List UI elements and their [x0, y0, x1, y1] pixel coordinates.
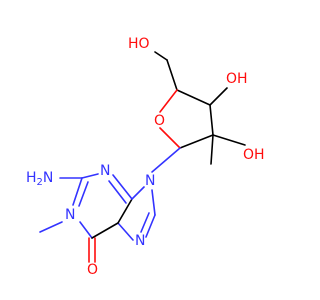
label-amino-h: H — [26, 170, 37, 186]
bond-c4b-n3 — [112, 174, 133, 200]
label-ring-oxygen: O — [154, 113, 165, 129]
label-amino-subscript: 2 — [37, 177, 43, 188]
bond-n7-c5 — [117, 222, 134, 241]
label-n1: N — [65, 207, 75, 223]
bond-c1-n9 — [151, 147, 181, 173]
bond-c2-methyl — [210, 134, 214, 165]
label-oh-right-lower: OH — [243, 147, 265, 163]
bond-n1-methyl — [39, 221, 63, 233]
bond-c5-c4b — [117, 198, 133, 224]
purine-bonds — [39, 173, 156, 263]
bond-c5-oh — [154, 51, 168, 61]
bond-c8-n7 — [145, 214, 156, 238]
label-n7: N — [135, 233, 145, 249]
bond-c2-oh — [212, 134, 246, 146]
bond-c4-c3 — [176, 89, 211, 106]
molecule-structure-diagram: HO OH OH O H2N N N N N O — [26, 36, 265, 278]
bond-c1-o-ring — [159, 127, 181, 149]
bond-c8-n7-double — [140, 212, 150, 233]
bond-c4b-n3-double — [108, 180, 127, 204]
label-n9: N — [145, 173, 155, 189]
bond-c5-c4 — [166, 59, 178, 91]
bond-n1-c6 — [79, 221, 93, 239]
bond-c2-n1 — [72, 177, 83, 206]
label-carbonyl-o: O — [87, 262, 98, 278]
bond-n9-c8 — [151, 189, 156, 216]
label-ho-top: HO — [128, 36, 150, 52]
bond-n3-c2 — [81, 173, 99, 179]
bond-c2-c1 — [179, 134, 214, 149]
atom-labels: HO OH OH O H2N N N N N O — [26, 36, 265, 278]
bond-o-ring-c4 — [159, 89, 178, 113]
bond-c6-c5 — [91, 222, 119, 239]
label-amino-n: N — [43, 170, 53, 186]
label-oh-right-upper: OH — [226, 71, 248, 87]
bond-c4b-n9 — [131, 186, 145, 200]
label-amino-group: H2N — [26, 170, 53, 188]
sugar-ring-bonds — [151, 51, 246, 173]
bond-c2-n1-double — [78, 181, 89, 207]
label-n3: N — [100, 163, 110, 179]
bond-c3-c2 — [209, 104, 214, 136]
bond-c3-oh — [209, 87, 228, 106]
